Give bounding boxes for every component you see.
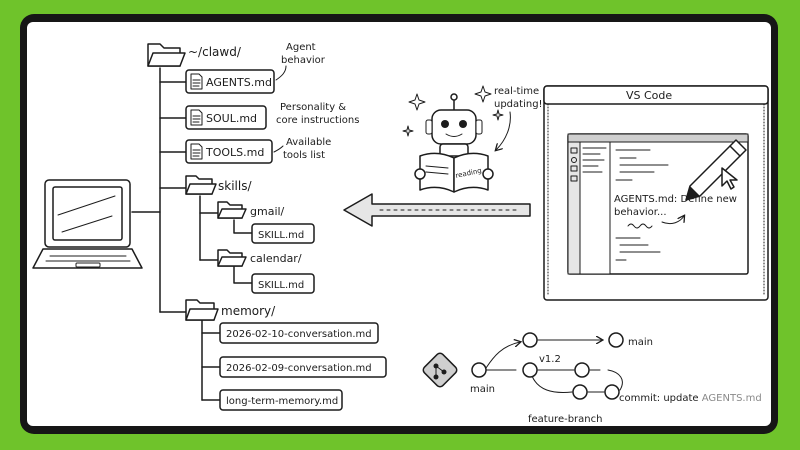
skills-folder: skills/ — [185, 175, 252, 195]
pencil-icon — [685, 139, 747, 201]
robot-note-line2: updating! — [494, 99, 543, 110]
activity-bar-icons — [570, 147, 578, 182]
git-graph: main main v1.2 feature-branch commit: up… — [470, 332, 762, 425]
gmail-folder: gmail/ — [217, 201, 285, 219]
git-commit-node — [522, 332, 538, 348]
folder-icon — [185, 299, 219, 321]
file-tools: TOOLS.md — [185, 139, 273, 164]
root-folder-label: ~/clawd/ — [188, 45, 242, 59]
folder-icon — [185, 175, 217, 195]
document-icon — [190, 109, 203, 126]
calendar-skill-file: SKILL.md — [251, 273, 315, 294]
note-agents: Agent behavior — [275, 42, 326, 81]
memory-file-2: 2026-02-09-conversation.md — [219, 356, 387, 378]
skills-folder-label: skills/ — [218, 179, 252, 193]
calendar-folder: calendar/ — [217, 249, 302, 267]
git-branch-label: feature-branch — [528, 414, 602, 425]
root-folder: ~/clawd/ — [147, 43, 242, 67]
book-icon: reading — [419, 152, 489, 193]
git-commit-prefix: commit: update — [619, 393, 702, 404]
sparkle-icon — [408, 93, 426, 111]
git-logo — [422, 352, 458, 388]
note-agents-line2: behavior — [281, 55, 326, 66]
vscode-annotation: AGENTS.md: Define new behavior... — [614, 194, 737, 229]
git-commit-node — [471, 362, 487, 378]
document-icon — [190, 143, 203, 160]
file-agents-label: AGENTS.md — [206, 76, 272, 89]
explorer-lines — [582, 147, 607, 173]
note-tools: Available tools list — [273, 137, 331, 161]
git-main-end-label: main — [628, 337, 653, 348]
vscode-annotation-line1: AGENTS.md: Define new — [614, 194, 737, 205]
laptop-icon — [32, 179, 143, 269]
git-commit-node — [604, 384, 620, 400]
document-icon — [190, 73, 203, 90]
gmail-folder-label: gmail/ — [250, 205, 285, 218]
file-soul: SOUL.md — [185, 105, 267, 130]
note-soul-line2: core instructions — [276, 115, 359, 126]
git-main-start-label: main — [470, 384, 495, 395]
gmail-skill-file: SKILL.md — [251, 223, 315, 244]
cursor-icon — [721, 167, 738, 190]
gmail-skill-file-label: SKILL.md — [258, 230, 304, 241]
sync-arrow — [343, 193, 531, 227]
vscode-hatch — [547, 103, 765, 297]
memory-file-3-label: long-term-memory.md — [226, 396, 338, 407]
sparkle-icon — [474, 85, 492, 103]
memory-file-3: long-term-memory.md — [219, 389, 343, 411]
file-soul-label: SOUL.md — [206, 112, 257, 125]
memory-file-1: 2026-02-10-conversation.md — [219, 322, 379, 344]
git-commit-file: AGENTS.md — [702, 393, 762, 404]
robot-note-line1: real-time — [494, 86, 539, 97]
memory-folder: memory/ — [185, 299, 276, 321]
git-commit-node — [522, 362, 538, 378]
folder-icon — [147, 43, 186, 67]
sparkle-icon — [402, 125, 414, 137]
calendar-skill-file-label: SKILL.md — [258, 280, 304, 291]
tree-connectors — [131, 67, 253, 401]
sparkle-icon — [492, 109, 504, 121]
vscode-annotation-line2: behavior... — [614, 207, 667, 218]
note-soul: Personality & core instructions — [276, 102, 359, 126]
calendar-folder-label: calendar/ — [250, 252, 302, 265]
git-commit-label: commit: update AGENTS.md — [619, 393, 762, 404]
note-soul-line1: Personality & — [280, 102, 346, 113]
vscode-title: VS Code — [626, 89, 672, 102]
vscode-window: VS Code — [543, 85, 769, 301]
memory-file-2-label: 2026-02-09-conversation.md — [226, 363, 372, 374]
git-tag-label: v1.2 — [539, 354, 561, 365]
code-lines — [615, 149, 669, 261]
git-commit-node — [608, 332, 624, 348]
robot-note: real-time updating! — [494, 86, 543, 150]
file-agents: AGENTS.md — [185, 69, 275, 94]
note-agents-line1: Agent — [286, 42, 316, 53]
memory-file-1-label: 2026-02-10-conversation.md — [226, 329, 372, 340]
note-tools-line2: tools list — [283, 150, 325, 161]
robot-reading: reading — [402, 85, 504, 193]
diagram-canvas: ~/clawd/ AGENTS.md Agent behavior SOUL.m… — [27, 22, 771, 426]
file-tools-label: TOOLS.md — [205, 146, 264, 159]
note-tools-line1: Available — [286, 137, 331, 148]
git-commit-node — [572, 384, 588, 400]
git-commit-node — [574, 362, 590, 378]
memory-folder-label: memory/ — [221, 304, 276, 318]
folder-icon — [217, 249, 247, 267]
folder-icon — [217, 201, 247, 219]
